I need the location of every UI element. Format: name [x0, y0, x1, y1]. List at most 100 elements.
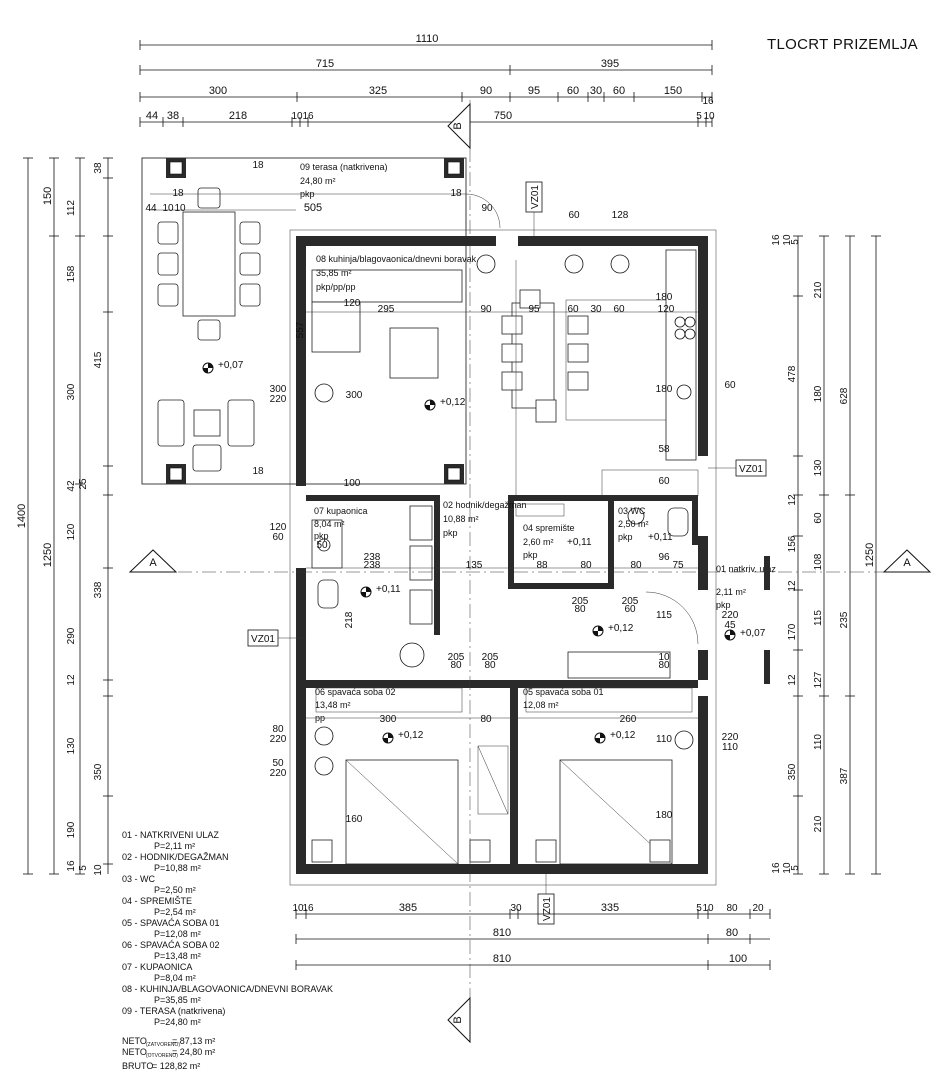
dim-in-44: 120: [344, 298, 361, 309]
room-floor-04: pkp: [523, 550, 538, 560]
level-marker-09: [202, 362, 214, 374]
room-area-05: 12,08 m²: [523, 700, 559, 710]
dim-in-40: 205: [622, 596, 639, 607]
vz-tag-3: VZ01: [251, 634, 275, 645]
dim-right-c2-3: 5: [790, 239, 801, 245]
dim-left-c2-4: 415: [93, 351, 104, 368]
dim-terrace-e: 18: [172, 188, 184, 199]
dim-top-row2-b: 395: [601, 58, 619, 70]
dim-right-c3-10: 115: [813, 610, 824, 626]
section-b-top: B: [452, 122, 464, 129]
level-09: +0,07: [218, 360, 244, 371]
room-floor-02: pkp: [443, 528, 458, 538]
dim-in-12: 58: [658, 444, 670, 455]
legend-09-area: P=24,80 m²: [154, 1017, 201, 1027]
dim-top-row4-e: 16: [302, 111, 314, 122]
dim-in-43: 128: [612, 210, 629, 221]
room-label-01: 01 natkriv. ulaz: [716, 564, 776, 574]
legend-03-name: 03 - WC: [122, 874, 156, 884]
dim-in-31: 45: [724, 620, 736, 631]
drawing-title: TLOCRT PRIZEMLJA: [767, 36, 918, 53]
dim-in-45: 50: [316, 540, 328, 551]
dim-li-2: 300: [270, 384, 287, 395]
room-area-02: 10,88 m²: [443, 514, 479, 524]
legend-08-name: 08 - KUHINJA/BLAGOVAONICA/DNEVNI BORAVAK: [122, 984, 333, 994]
dim-overall-width: 1110: [416, 33, 439, 45]
dim-in-36: 205: [482, 652, 499, 663]
dim-in-7: 120: [658, 304, 675, 315]
dim-bot-13: 100: [729, 953, 747, 965]
dim-left-c2-7: 25: [78, 478, 89, 490]
dim-in-16: 88: [536, 560, 548, 571]
dim-in-3: 95: [528, 304, 540, 315]
area-totals: NETO (ZATVORENO) = 87,13 m² NETO (OTVORE…: [122, 1036, 215, 1071]
level-01: +0,07: [740, 628, 766, 639]
legend-02-area: P=10,88 m²: [154, 863, 201, 873]
room-label-05: 05 spavaća soba 01: [523, 687, 604, 697]
dim-in-37: 80: [484, 660, 496, 671]
dim-in-42: 60: [568, 210, 580, 221]
dim-left-c2-1: 38: [93, 162, 104, 174]
level-marker-01: [724, 629, 736, 641]
dim-left-overall: 1400: [16, 504, 28, 528]
dim-in-46: 100: [344, 478, 361, 489]
right-dimension-lines: [793, 235, 881, 875]
room-floor-09: pkp: [300, 189, 315, 199]
bottom-dimension-lines: [295, 909, 771, 970]
room-area-08: 35,85 m²: [316, 268, 352, 278]
legend-04-name: 04 - SPREMIŠTE: [122, 896, 192, 906]
dim-top-row3-c: 90: [480, 85, 492, 97]
dim-bot-4: 30: [510, 903, 522, 914]
section-lines: [128, 100, 932, 1044]
dim-in-27: 220: [722, 732, 739, 743]
legend-07-area: P=8,04 m²: [154, 973, 196, 983]
legend-09-name: 09 - TERASA (natkrivena): [122, 1006, 225, 1016]
legend-06-area: P=13,48 m²: [154, 951, 201, 961]
dim-in-21: 300: [380, 714, 397, 725]
dim-in-17: 80: [580, 560, 592, 571]
dim-right-c1: 1250: [864, 543, 876, 567]
dim-in-8: 300: [346, 390, 363, 401]
dim-left-c2-15: 10: [93, 864, 104, 876]
dim-in-29: 115: [656, 610, 672, 621]
room-label-03: 03 WC: [618, 506, 646, 516]
level-marker-08: [424, 399, 436, 411]
dim-left-c1a: 150: [42, 187, 54, 205]
dim-in-28: 110: [722, 742, 738, 753]
legend-07-name: 07 - KUPAONICA: [122, 962, 192, 972]
total-1-label: NETO: [122, 1036, 147, 1046]
dim-li-4: 120: [270, 522, 287, 533]
dim-li-7: 218: [344, 611, 355, 628]
dim-right-c3-19: 5: [790, 865, 801, 871]
dim-in-39: 80: [574, 604, 586, 615]
level-08: +0,12: [440, 397, 466, 408]
room-label-07: 07 kupaonica: [314, 506, 368, 516]
dim-in-10: 180: [656, 384, 673, 395]
total-3-value: = 128,82 m²: [152, 1061, 200, 1071]
legend-03-area: P=2,50 m²: [154, 885, 196, 895]
level-02: +0,12: [608, 623, 634, 634]
dim-bot-3: 385: [399, 902, 417, 914]
dim-right-c3-2: 478: [787, 365, 798, 382]
top-dimension-lines: [139, 40, 713, 127]
dim-terrace-b: 10: [162, 203, 174, 214]
total-1-sub: (ZATVORENO): [146, 1042, 180, 1048]
left-dimension-lines: [23, 157, 113, 875]
terrace-area: [141, 157, 467, 485]
dim-right-c3-12: 12: [787, 674, 798, 686]
bedroom-furniture: [311, 687, 694, 865]
dim-top-row4-g: 5: [696, 111, 702, 122]
dim-right-c3-11: 170: [787, 623, 798, 640]
dim-in-23: 260: [620, 714, 637, 725]
dim-in-22: 80: [480, 714, 492, 725]
dim-left-c2-13: 350: [93, 763, 104, 780]
dim-in-13: 60: [658, 476, 670, 487]
dim-li-5: 60: [272, 532, 284, 543]
dim-terrace-i: 18: [252, 466, 264, 477]
total-1-value: = 87,13 m²: [172, 1036, 215, 1046]
vz-tag-1: VZ01: [530, 185, 541, 209]
room-floor-03: pkp: [618, 532, 633, 542]
vz-tag-4: VZ01: [542, 897, 553, 921]
dim-li-10: 50: [272, 758, 284, 769]
dim-bot-1: 10: [292, 903, 304, 914]
